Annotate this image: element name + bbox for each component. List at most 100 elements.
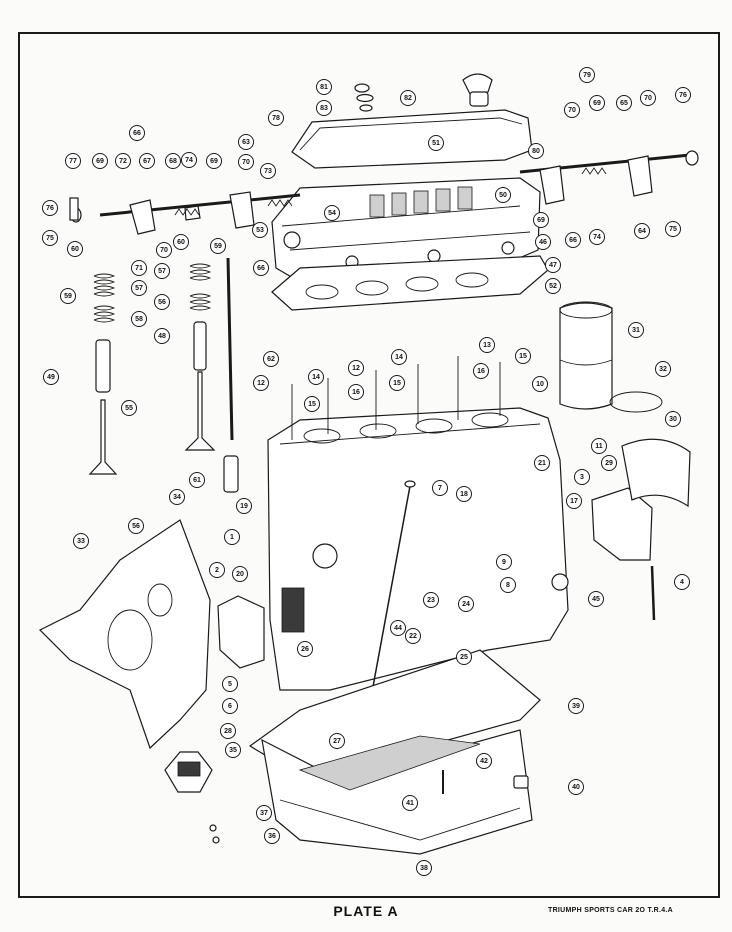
callout-70: 70: [156, 242, 172, 258]
callout-label: 24: [462, 601, 470, 608]
callout-4: 4: [674, 574, 690, 590]
callout-label: 23: [427, 597, 435, 604]
callout-69: 69: [589, 95, 605, 111]
callout-65: 65: [616, 95, 632, 111]
callout-26: 26: [297, 641, 313, 657]
callout-39: 39: [568, 698, 584, 714]
oil-filler-cap: [462, 73, 493, 95]
callout-label: 9: [502, 559, 506, 566]
callout-21: 21: [534, 455, 550, 471]
callout-74: 74: [181, 152, 197, 168]
callout-81: 81: [316, 79, 332, 95]
callout-1: 1: [224, 529, 240, 545]
callout-2: 2: [209, 562, 225, 578]
callout-23: 23: [423, 592, 439, 608]
callout-54: 54: [324, 205, 340, 221]
callout-69: 69: [92, 153, 108, 169]
callout-8: 8: [500, 577, 516, 593]
callout-label: 12: [352, 365, 360, 372]
valve-spring-stack: [93, 263, 212, 323]
callout-label: 8: [506, 582, 510, 589]
callout-51: 51: [428, 135, 444, 151]
plate-frame: [18, 32, 720, 898]
callout-79: 79: [579, 67, 595, 83]
callout-24: 24: [458, 596, 474, 612]
callout-label: 60: [177, 239, 185, 246]
engine-parts: [38, 73, 699, 855]
callout-label: 26: [301, 646, 309, 653]
callout-label: 80: [532, 148, 540, 155]
callout-label: 45: [592, 596, 600, 603]
callout-label: 31: [632, 327, 640, 334]
push-rod: [226, 257, 234, 441]
callout-34: 34: [169, 489, 185, 505]
rocker-cover: [291, 109, 533, 169]
callout-49: 49: [43, 369, 59, 385]
callout-41: 41: [402, 795, 418, 811]
callout-15: 15: [389, 375, 405, 391]
callout-label: 28: [224, 728, 232, 735]
callout-label: 74: [185, 157, 193, 164]
callout-14: 14: [391, 349, 407, 365]
tappet: [223, 455, 239, 493]
valve-right: [184, 371, 216, 451]
callout-78: 78: [268, 110, 284, 126]
cover-seal: [359, 104, 373, 112]
callout-37: 37: [256, 805, 272, 821]
callout-label: 70: [644, 95, 652, 102]
callout-label: 39: [572, 703, 580, 710]
drain-plug: [513, 775, 529, 789]
callout-74: 74: [589, 229, 605, 245]
callout-3: 3: [574, 469, 590, 485]
callout-label: 82: [404, 95, 412, 102]
callout-label: 36: [268, 833, 276, 840]
callout-72: 72: [115, 153, 131, 169]
callout-12: 12: [348, 360, 364, 376]
callout-label: 83: [320, 105, 328, 112]
plate-title: PLATE A: [333, 903, 399, 919]
callout-18: 18: [456, 486, 472, 502]
callout-label: 76: [679, 92, 687, 99]
callout-29: 29: [601, 455, 617, 471]
callout-50: 50: [495, 187, 511, 203]
callout-label: 51: [432, 140, 440, 147]
callout-69: 69: [533, 212, 549, 228]
callout-75: 75: [665, 221, 681, 237]
callout-label: 55: [125, 405, 133, 412]
callout-28: 28: [220, 723, 236, 739]
callout-label: 53: [256, 227, 264, 234]
callout-57: 57: [154, 263, 170, 279]
callout-label: 33: [77, 538, 85, 545]
callout-label: 42: [480, 758, 488, 765]
callout-label: 17: [570, 498, 578, 505]
callout-label: 57: [158, 268, 166, 275]
callout-label: 70: [242, 159, 250, 166]
callout-48: 48: [154, 328, 170, 344]
callout-56: 56: [154, 294, 170, 310]
callout-label: 67: [143, 158, 151, 165]
callout-67: 67: [139, 153, 155, 169]
callout-label: 61: [193, 477, 201, 484]
callout-7: 7: [432, 480, 448, 496]
callout-40: 40: [568, 779, 584, 795]
callout-57: 57: [131, 280, 147, 296]
callout-label: 27: [333, 738, 341, 745]
callout-label: 15: [308, 401, 316, 408]
callout-label: 57: [135, 285, 143, 292]
callout-label: 66: [569, 237, 577, 244]
callout-77: 77: [65, 153, 81, 169]
callout-label: 18: [460, 491, 468, 498]
callout-71: 71: [131, 260, 147, 276]
callout-61: 61: [189, 472, 205, 488]
callout-label: 75: [669, 226, 677, 233]
callout-42: 42: [476, 753, 492, 769]
callout-label: 10: [536, 381, 544, 388]
callout-66: 66: [253, 260, 269, 276]
head-studs: [291, 356, 501, 440]
callout-15: 15: [515, 348, 531, 364]
callout-25: 25: [456, 649, 472, 665]
engine-front-plate: [38, 519, 211, 750]
callout-33: 33: [73, 533, 89, 549]
callout-19: 19: [236, 498, 252, 514]
